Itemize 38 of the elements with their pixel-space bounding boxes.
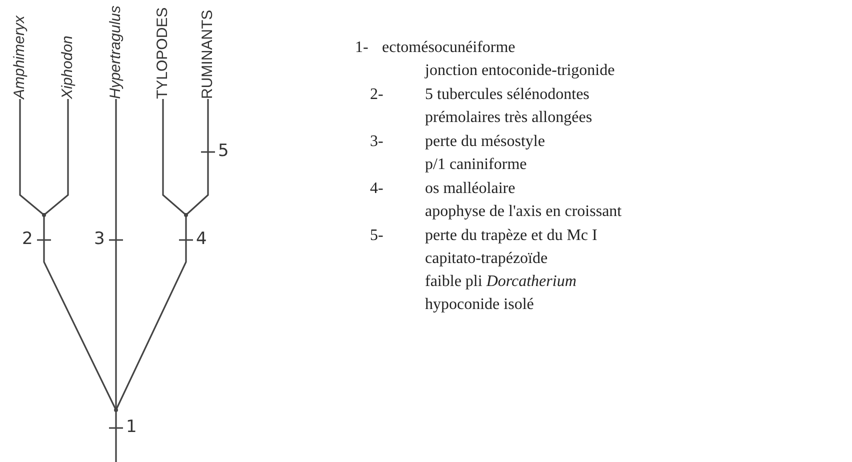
step-number: 2-	[370, 85, 384, 105]
character-text: apophyse de l'axis en croissant	[425, 202, 622, 222]
taxon-label: Xiphodon	[57, 2, 79, 99]
step-number: 3-	[370, 132, 384, 152]
branch-line	[115, 214, 194, 411]
taxon-label: Amphimeryx	[9, 2, 31, 99]
character-number: 3	[94, 230, 105, 248]
character-text: p/1 caniniforme	[425, 155, 527, 175]
character-text: 5 tubercules sélénodontes	[425, 85, 590, 105]
character-text: os malléolaire	[425, 179, 516, 199]
taxon-label: RUMINANTS	[197, 2, 219, 99]
character-number: 2	[22, 230, 33, 248]
taxon-label: Hypertragulus	[105, 2, 127, 99]
character-text: capitato-trapézoïde	[425, 249, 548, 269]
step-number: 1-	[355, 38, 368, 58]
taxon-label: TYLOPODES	[152, 2, 174, 99]
step-number: 4-	[370, 179, 384, 199]
branch-line	[36, 214, 117, 411]
character-text: perte du trapèze et du Mc I	[425, 226, 598, 246]
character-text: jonction entoconide-trigonide	[425, 61, 615, 81]
branch-line	[43, 99, 69, 216]
character-number: 4	[196, 230, 207, 248]
character-number: 5	[218, 142, 229, 160]
branch-line	[19, 99, 45, 216]
character-text: perte du mésostyle	[425, 132, 545, 152]
branch-line	[185, 98, 216, 216]
character-text: ectomésocunéiforme	[382, 38, 516, 58]
branch-line	[108, 98, 124, 411]
character-text: hypoconide isolé	[425, 295, 534, 315]
branch-line	[108, 409, 124, 462]
branch-point	[42, 213, 46, 217]
branch-line	[162, 99, 187, 216]
character-text: faible pli Dorcatherium	[425, 272, 576, 292]
character-text: prémolaires très allongées	[425, 108, 592, 128]
branch-point	[114, 408, 118, 412]
character-number: 1	[126, 418, 137, 436]
step-number: 5-	[370, 226, 384, 246]
branch-point	[184, 213, 188, 217]
